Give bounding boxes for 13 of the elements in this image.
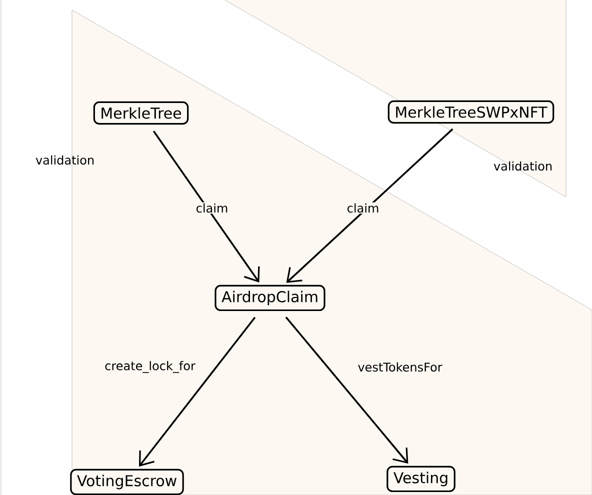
arrow [138, 316, 256, 467]
arrow [285, 316, 408, 464]
edge-label: vestTokensFor [356, 361, 444, 373]
text-label: validation [494, 161, 552, 171]
edge-label: create_lock_for [104, 360, 196, 374]
class-box: VotingEscrow [70, 468, 184, 495]
text-label: validation [36, 155, 94, 165]
class-box: Vesting [386, 466, 456, 492]
arrow [286, 128, 454, 283]
arrow [152, 130, 260, 282]
class-box: MerkleTree [93, 101, 189, 125]
class-box: AirdropClaim [214, 284, 326, 312]
class-box: MerkleTreeSWPxNFT [388, 100, 554, 124]
